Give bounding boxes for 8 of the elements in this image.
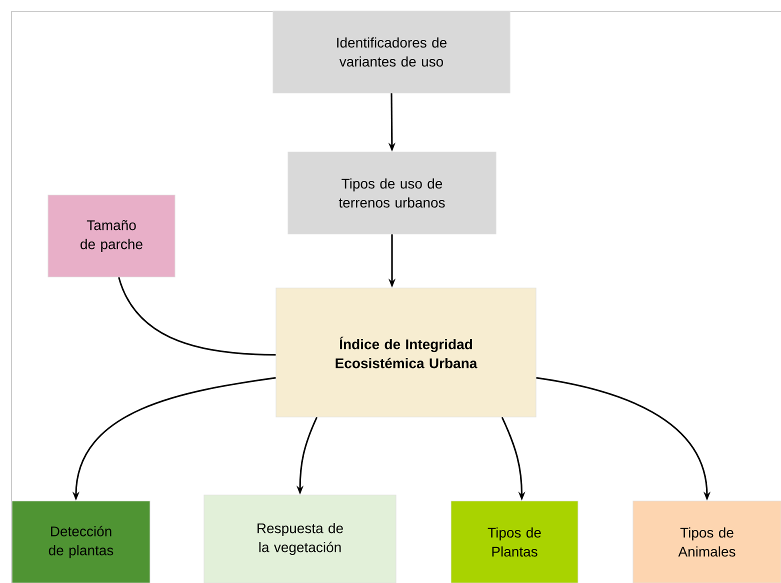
box: Tamaño de parche	[48, 194, 176, 278]
box: Tipos de uso de terrenos urbanos	[288, 152, 496, 234]
box: Índice de Integridad Ecosistémica Urbana	[276, 288, 536, 418]
box: Respuesta de la vegetación	[204, 494, 396, 583]
box: Detección de plantas	[12, 500, 150, 583]
box: Identificadores de variantes de uso	[272, 10, 510, 94]
box: Tipos de Animales	[632, 500, 781, 583]
box: Tipos de Plantas	[450, 500, 578, 583]
